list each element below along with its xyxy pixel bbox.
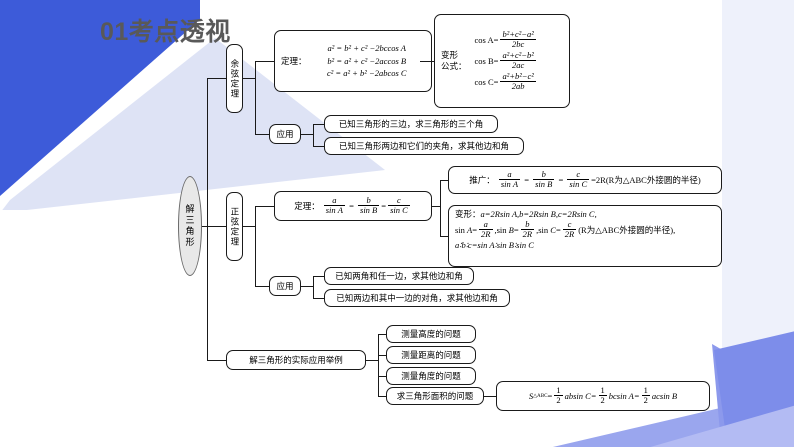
cos-application-line (255, 134, 269, 135)
cos-law-line-3: c² = a² + b² −2abcos C (326, 68, 407, 79)
cosine-law-theorem-box[interactable]: 定理： a² = b² + c² −2bccos A b² = a² + c² … (274, 30, 432, 92)
cos-transform-line (420, 61, 434, 62)
cos-law-line-1: a² = b² + c² −2bccos A (327, 43, 407, 54)
real-item-angle[interactable]: 测量角度的问题 (386, 367, 476, 385)
cos-app-spine (313, 124, 314, 146)
cosA-row: cos A= b²+c²−a² 2bc (474, 29, 563, 50)
area-frac1-num: 1 (554, 385, 563, 396)
branch-node-sine-law[interactable]: 正弦定理 (226, 192, 243, 261)
trunk-line (207, 78, 208, 360)
sine-application-item-2[interactable]: 已知两边和其中一边的对角，求其他边和角 (324, 289, 510, 307)
sin-app1-line (313, 276, 324, 277)
cosC-row: cos C= a²+b²−c² 2ab (474, 70, 563, 91)
cosA-numerator: b²+c²−a² (500, 29, 536, 41)
cos-app1-line (313, 124, 324, 125)
area-formula-line (484, 396, 496, 397)
theorem-label: 定理： (281, 55, 307, 66)
cosB-label: cos B= (474, 55, 499, 66)
cos-sub-spine (255, 61, 256, 134)
sin-transform-line (440, 236, 448, 237)
cosC-denominator: 2ab (511, 80, 525, 91)
area-term-3: acsin B (651, 390, 678, 401)
cosB-numerator: a²+c²−b² (500, 50, 536, 61)
cos-law-line-2: b² = a² + c² −2accos B (327, 55, 407, 66)
sin-application-line (255, 286, 269, 287)
extension-label: 推广： (469, 174, 495, 185)
sine-application-node[interactable]: 应用 (269, 276, 301, 296)
root-connector (202, 226, 208, 227)
sin-app-spine (313, 276, 314, 298)
sin-sub-spine (255, 206, 256, 286)
sin-app2-line (313, 298, 324, 299)
cosC-label: cos C= (474, 76, 499, 87)
cosB-row: cos B= a²+c²−b² 2ac (474, 50, 563, 71)
cosine-application-item-2[interactable]: 已知三角形两边和它们的夹角，求其他边和角 (324, 137, 524, 155)
cos-app-connector (301, 134, 313, 135)
cosine-application-node[interactable]: 应用 (269, 124, 301, 144)
real-connector (366, 360, 378, 361)
area-S-symbol: S (528, 390, 534, 401)
cosC-numerator: a²+b²−c² (500, 70, 536, 82)
mindmap-root-node[interactable]: 解三角形 (178, 176, 202, 276)
real-item2-line (378, 355, 386, 356)
branch-cos-line (207, 78, 226, 79)
sine-transform-label: 变形： (455, 209, 481, 219)
branch-real-line (207, 360, 226, 361)
transform-label-line2: 公式： (441, 61, 467, 71)
area-frac3-num: 1 (641, 385, 650, 396)
sin-right-connector (432, 206, 440, 207)
cosine-application-item-1[interactable]: 已知三角形的三边，求三角形的三个角 (324, 115, 498, 133)
real-world-application-node[interactable]: 解三角形的实际应用举例 (226, 350, 366, 370)
sin-theorem-line (255, 206, 274, 207)
area-term-1: absin C= (564, 390, 597, 401)
sine-transform-text-1: a=2Rsin A,b=2Rsin B,c=2Rsin C, (480, 209, 597, 219)
sine-extension-tail: =2R(R为△ABC外接圆的半径) (591, 174, 701, 185)
branch-sin-line (207, 226, 226, 227)
sine-transform-line-1: 变形：a=2Rsin A,b=2Rsin B,c=2Rsin C, (455, 209, 715, 220)
area-frac2-den: 2 (600, 395, 605, 405)
area-equals-1: = (547, 390, 553, 401)
cos-sub-connector (243, 78, 255, 79)
cos-theorem-line (255, 61, 274, 62)
sin-sub-connector (243, 226, 255, 227)
real-item1-line (378, 334, 386, 335)
sin-right-spine (440, 180, 441, 236)
area-subscript: △ABC (533, 392, 548, 399)
cosA-denominator: 2bc (511, 39, 525, 50)
area-frac3-den: 2 (643, 395, 648, 405)
cosA-label: cos A= (474, 34, 499, 45)
sin-extension-line (440, 180, 448, 181)
area-term-2: bcsin A= (608, 390, 640, 401)
cosB-denominator: 2ac (511, 60, 525, 70)
sine-theorem-label: 定理： (294, 200, 320, 211)
sin-app-connector (301, 286, 313, 287)
real-spine (378, 334, 379, 396)
real-item-height[interactable]: 测量高度的问题 (386, 325, 476, 343)
sine-transform-line-3: a∶b∶c=sin A∶sin B∶sin C (455, 240, 534, 251)
page-title: 01考点透视 (100, 18, 231, 46)
cos-app2-line (313, 146, 324, 147)
cosine-transform-formula-box[interactable]: 变形 公式： cos A= b²+c²−a² 2bc cos B= a²+c²−… (434, 14, 570, 108)
real-item-distance[interactable]: 测量距离的问题 (386, 346, 476, 364)
sine-transform-box[interactable]: 变形：a=2Rsin A,b=2Rsin B,c=2Rsin C, sin A=… (448, 205, 722, 267)
sine-application-item-1[interactable]: 已知两角和任一边，求其他边和角 (324, 267, 474, 285)
real-item4-line (378, 396, 386, 397)
real-item-area[interactable]: 求三角形面积的问题 (386, 387, 484, 405)
transform-label-line1: 变形 (441, 49, 459, 60)
area-frac2-num: 1 (598, 385, 607, 396)
branch-node-cosine-law[interactable]: 余弦定理 (226, 44, 243, 113)
real-item3-line (378, 376, 386, 377)
area-frac1-den: 2 (556, 395, 561, 405)
sine-transform-tail: (R为△ABC外接圆的半径), (578, 224, 676, 235)
